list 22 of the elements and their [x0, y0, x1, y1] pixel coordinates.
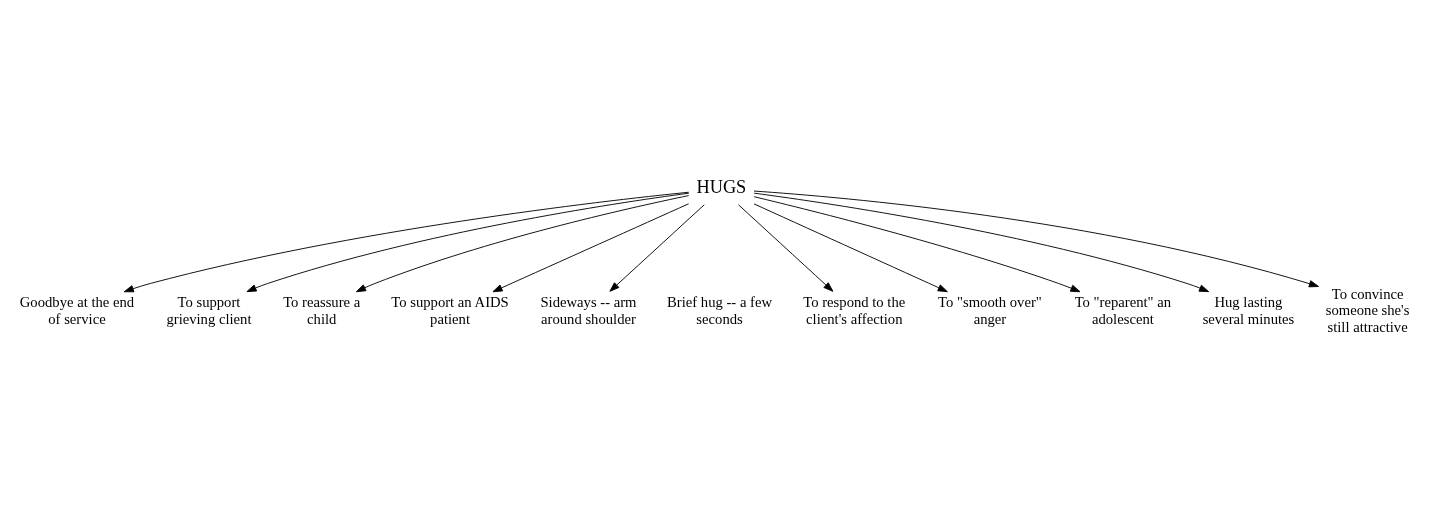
node-text: To convince someone she's still attractive	[1325, 285, 1410, 335]
arrow	[738, 204, 834, 292]
arrow	[355, 195, 690, 293]
arrow	[609, 204, 705, 292]
node-text: To support grieving client	[166, 294, 252, 327]
node-text: To "reparent" an adolescent	[1074, 294, 1172, 327]
arrow	[753, 192, 1210, 293]
node-text: Sideways -- arm around shoulder	[540, 294, 637, 327]
node-text: Hug lasting several minutes	[1202, 294, 1295, 327]
arrow	[123, 191, 690, 293]
node-text: Goodbye at the end of service	[19, 294, 135, 327]
node-text: To "smooth over" anger	[938, 294, 1042, 327]
node-text: HUGS	[696, 176, 747, 197]
arrow	[753, 190, 1319, 288]
arrow	[753, 196, 1081, 293]
node-text: Brief hug -- a few seconds	[667, 294, 773, 327]
arrow	[753, 203, 948, 293]
node-text: To support an AIDS patient	[391, 294, 509, 327]
arrow	[492, 203, 690, 293]
arrow	[246, 192, 690, 293]
node-text: To reassure a child	[283, 294, 361, 327]
node-text: To respond to the client's affection	[803, 294, 906, 327]
